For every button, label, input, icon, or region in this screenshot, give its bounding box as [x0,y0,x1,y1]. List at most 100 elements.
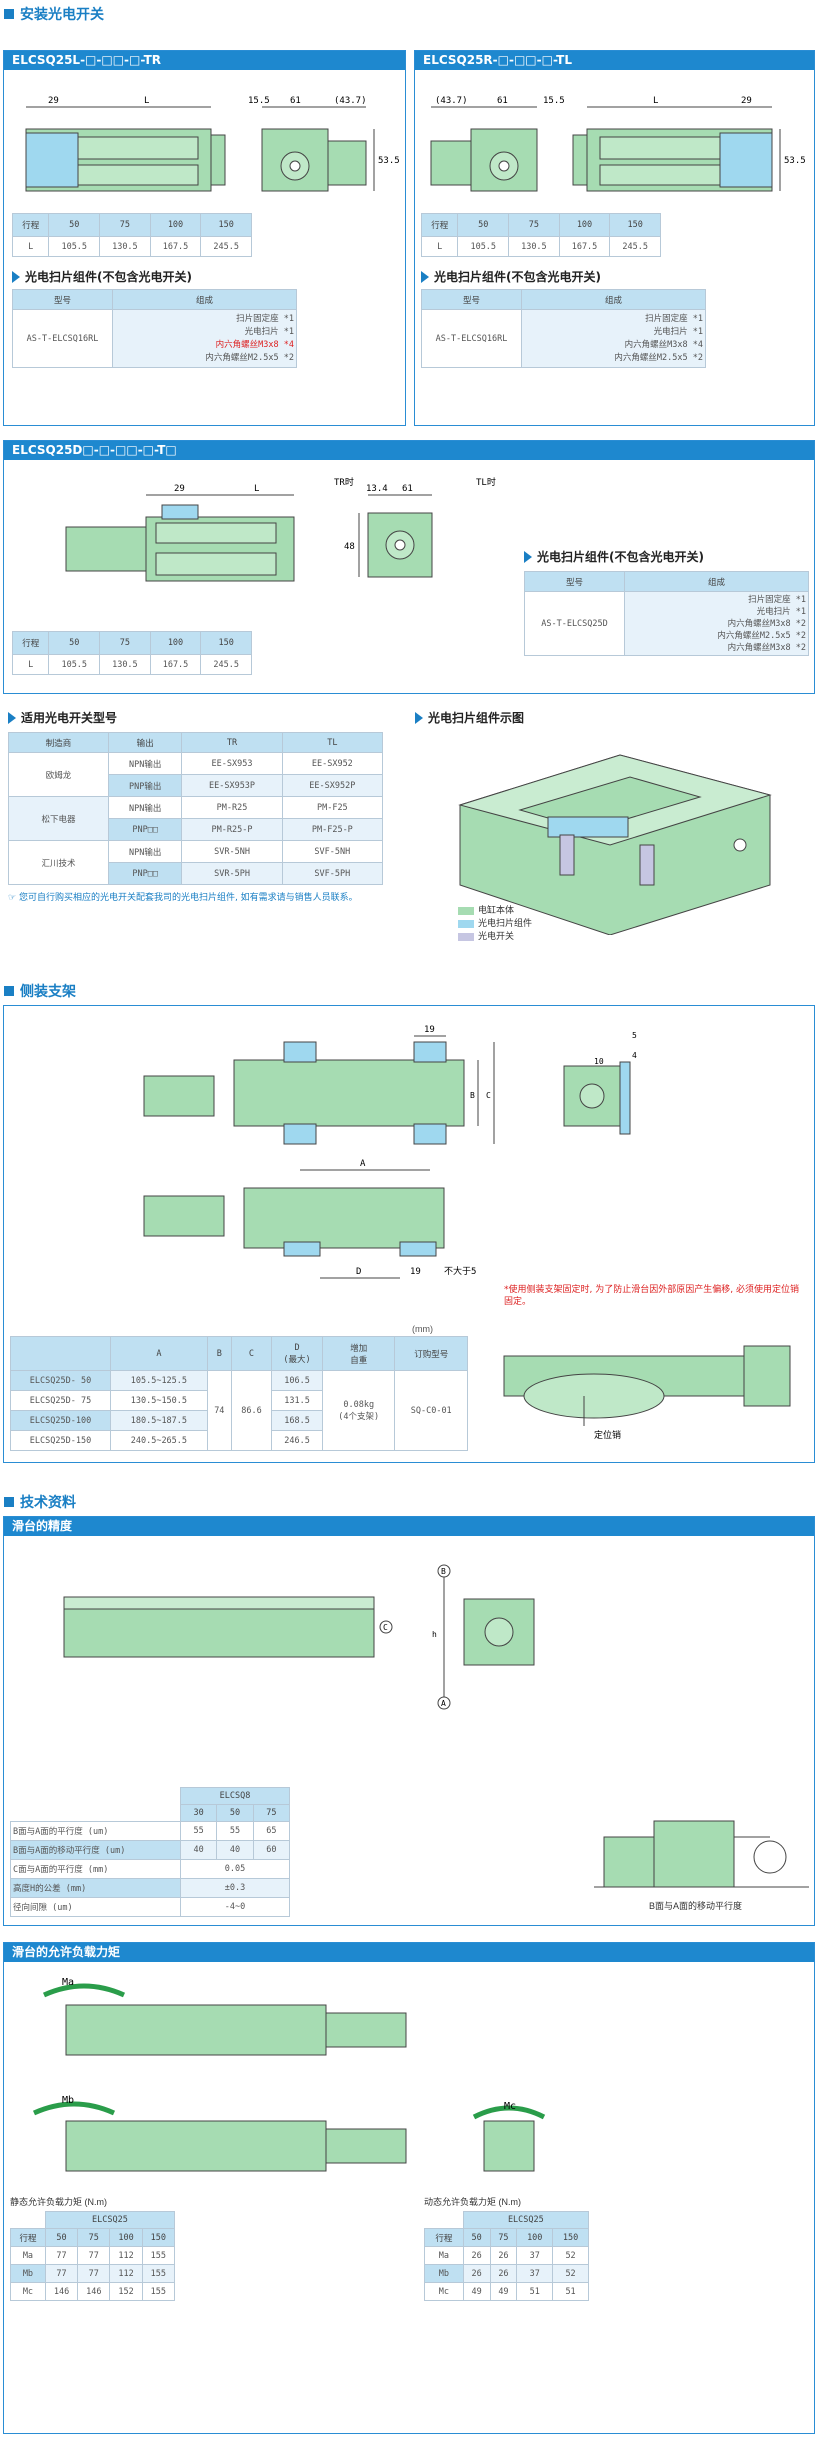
sensors-head: 制造商 [8,732,109,753]
sensors-cell: NPN输出 [107,796,183,819]
sensors-cell: PM-F25-P [281,818,384,841]
tr-drawing: 29 L 15.5 61 (43.7) 53.5 [25,96,400,192]
bracket-dim-C: C [486,1091,491,1100]
tr-kit-h1: 型号 [12,289,113,310]
triangle-icon [12,270,20,283]
d-dim-L: L [254,484,259,494]
bracket-cell: ELCSQ25D-100 [10,1410,111,1431]
tl-kit-title: 光电扫片组件(不包含光电开关) [421,268,601,285]
sensors-cell: NPN输出 [107,840,183,863]
panel-bracket: A 19 B C 5 10 4 D 19 不大于5 *使用侧装支架固定时, 为了… [3,1005,815,1463]
d-kit-title-label: 光电扫片组件(不包含光电开关) [537,550,704,564]
bracket-head [10,1336,111,1371]
dynamic-cell: 26 [462,2264,491,2283]
tl-kit-item-qty: *2 [692,352,703,363]
sensors-maker: 欧姆龙 [8,752,109,797]
tl-kit-item: 扫片固定座 *1 [524,313,703,326]
tl-stroke-cell: 167.5 [558,236,611,257]
tl-stroke-col: 75 [508,212,560,238]
sensors-note-text: 您可自行购买相应的光电开关配套我司的光电扫片组件, 如有需求请与销售人员联系。 [18,893,358,903]
d-dim-tl: TL时 [476,476,496,488]
tr-kit-model: AS-T-ELCSQ16RL [12,309,113,368]
accuracy-label-B: B [441,1567,446,1576]
legend-label: 光电扫片组件 [478,919,533,929]
dynamic-cell: 52 [552,2264,589,2283]
dynamic-cell: 26 [462,2246,491,2265]
legend-swatch [458,932,474,941]
section-title-bracket: 侧装支架 [4,981,76,1001]
d-kit-item-qty: *2 [795,618,806,629]
tl-kit-model: AS-T-ELCSQ16RL [421,309,522,368]
static-cell: 155 [141,2264,176,2283]
section-square-icon [4,986,14,996]
accuracy-row-label: 径向间隙 (um) [10,1897,181,1917]
accuracy-row-label: B面与A面的平行度 (um) [10,1821,181,1841]
triangle-icon [415,711,423,724]
accuracy-col: 50 [216,1804,254,1822]
tr-kit-item-name: 扫片固定座 [236,313,279,324]
d-stroke-head: 行程 [11,630,50,656]
d-stroke-cell: 130.5 [99,654,151,675]
tr-stroke-row-label: L [11,236,50,257]
sensors-title: 适用光电开关型号 [8,709,117,726]
bracket-head: 订购型号 [394,1336,468,1371]
d-kit-item-name: 扫片固定座 [748,594,791,605]
d-dim-48: 48 [344,542,355,552]
dynamic-cell: Mc [424,2282,464,2301]
dynamic-cell: 37 [516,2246,554,2265]
panel-tl-title: ELCSQ25R-□-□□-□-TL [415,51,814,70]
legend-item: 光电扫片组件 [458,918,532,931]
tr-dim-29: 29 [48,96,59,106]
accuracy-label-C: C [383,1623,388,1632]
diagram-title-label: 光电扫片组件示图 [428,711,525,725]
sensors-cell: SVF-5PH [281,862,384,885]
dynamic-cell: Ma [424,2246,464,2265]
static-col: 150 [141,2228,176,2247]
tl-stroke-col: 50 [457,212,510,238]
measure-label: B面与A面的移动平行度 [649,1901,743,1911]
tl-stroke-table: 行程 50 75 100 150 L 105.5 130.5 167.5 245… [420,212,661,257]
d-dim-61: 61 [402,484,413,494]
tr-kit-title-label: 光电扫片组件(不包含光电开关) [25,270,192,284]
hand-pointer-icon: ☞ [8,893,17,903]
d-kit-item-name: 内六角螺丝M3x8 [727,642,791,653]
sensors-cell: SVR-5NH [181,840,283,863]
tr-stroke-col: 75 [99,212,151,238]
d-kit-title: 光电扫片组件(不包含光电开关) [524,548,704,565]
static-cell: 155 [141,2282,176,2301]
static-col: 50 [44,2228,79,2247]
sensors-cell: PM-F25 [281,796,384,819]
bracket-unit: (mm) [412,1324,433,1334]
dynamic-cell: 51 [516,2282,554,2301]
d-kit-item: 内六角螺丝M3x8 *2 [627,618,806,630]
tr-kit-item-qty: *1 [283,313,294,324]
d-kit-item: 扫片固定座 *1 [627,594,806,606]
bracket-dim-B: B [470,1091,475,1100]
static-cell: Mb [10,2264,46,2283]
accuracy-row-label: 高度H的公差 (mm) [10,1878,181,1898]
bracket-cell: 106.5 [271,1370,324,1391]
d-kit-item-name: 内六角螺丝M3x8 [727,618,791,629]
static-cell: 77 [44,2264,79,2283]
diagram-title: 光电扫片组件示图 [415,709,524,726]
tr-kit-item-qty: *4 [283,339,294,350]
bracket-cell: 180.5~187.5 [110,1410,208,1431]
static-cell: 77 [44,2246,79,2265]
tr-stroke-head: 行程 [11,212,50,238]
pin-label: 定位销 [594,1429,621,1441]
tr-kit-h2: 组成 [112,289,297,310]
tl-kit-item-name: 扫片固定座 [645,313,688,324]
bracket-cell: 131.5 [271,1390,324,1411]
tl-kit-item: 内六角螺丝M2.5x5 *2 [524,352,703,365]
dynamic-col: 50 [462,2228,491,2247]
dynamic-cell: 26 [489,2264,518,2283]
tr-dim-61: 61 [290,96,301,106]
dynamic-cell: 49 [489,2282,518,2301]
panel-d: ELCSQ25D□-□-□□-□-T□ 29 L TR时 13.4 61 TL时… [3,440,815,694]
d-stroke-cell: 245.5 [200,654,252,675]
sensors-head: TL [281,732,384,753]
bracket-cell-order: SQ-C0-01 [394,1370,468,1451]
panel-tr-title: ELCSQ25L-□-□□-□-TR [4,51,405,70]
tl-drawing: (43.7) 61 15.5 L 29 53.5 [430,96,806,192]
